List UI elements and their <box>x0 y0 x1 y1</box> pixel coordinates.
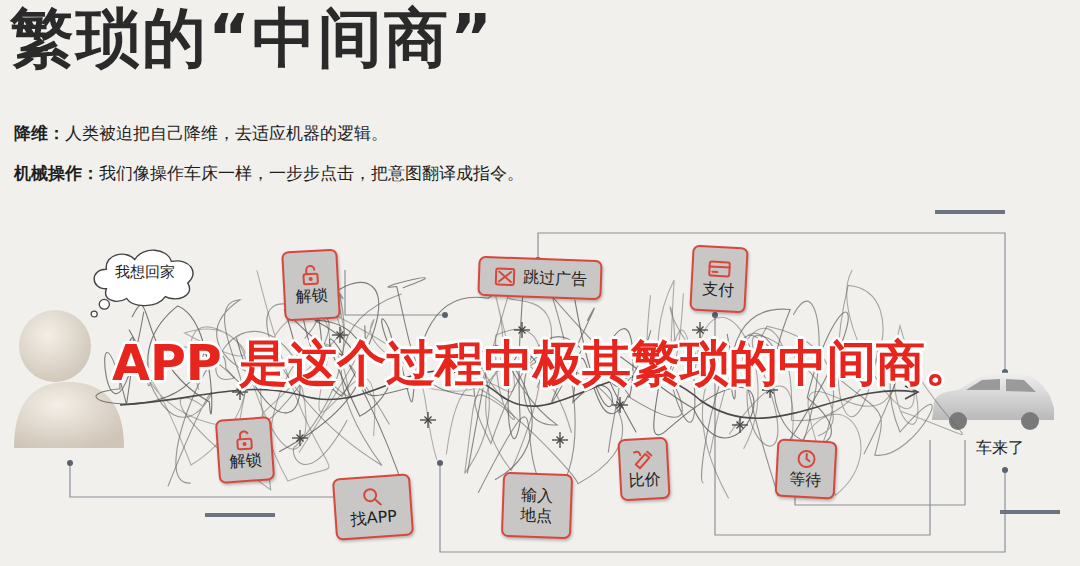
box-icon <box>493 265 518 288</box>
car-label: 车来了 <box>976 438 1024 459</box>
burst-ray <box>522 327 526 331</box>
subtitle-key: 降维： <box>14 123 65 143</box>
burst-ray <box>428 417 432 421</box>
burst-ray <box>700 327 704 331</box>
step-label: 找APP <box>350 506 398 529</box>
box-icon <box>794 447 819 470</box>
frame-lines <box>70 233 1005 552</box>
overlay-statement: APP 是这个过程中极其繁琐的中间商。 <box>112 335 974 394</box>
step-label: 解锁 <box>229 450 262 472</box>
subtitle-key: 机械操作： <box>14 163 99 183</box>
scribble-stroke <box>702 301 820 495</box>
thought-bubble: 我想回家 <box>84 240 206 318</box>
burst-ray <box>620 402 624 406</box>
subtitle-row: 机械操作：我们像操作车床一样，一步步点击，把意图翻译成指令。 <box>14 162 524 185</box>
step-box: 解锁 <box>281 249 341 322</box>
step-box: 输入地点 <box>501 472 573 539</box>
box-icon <box>298 263 323 286</box>
thought-text: 我想回家 <box>115 263 175 282</box>
person-figure <box>14 310 124 448</box>
box-icon <box>360 485 385 509</box>
step-box: 找APP <box>332 473 414 540</box>
step-label: 输入地点 <box>519 485 556 526</box>
step-box: 跳过广告 <box>477 256 602 300</box>
step-label: 比价 <box>628 469 661 491</box>
step-label: 跳过广告 <box>523 267 588 289</box>
burst-ray <box>340 332 344 336</box>
step-box: 比价 <box>617 437 670 502</box>
step-label: 等待 <box>789 469 822 491</box>
subtitle-text: 人类被迫把自己降维，去适应机器的逻辑。 <box>65 123 388 143</box>
step-box: 支付 <box>689 245 748 314</box>
box-icon <box>232 428 257 452</box>
subtitle-text: 我们像操作车床一样，一步步点击，把意图翻译成指令。 <box>99 163 524 183</box>
box-icon <box>707 257 732 280</box>
burst-ray <box>560 437 564 441</box>
step-box: 等待 <box>775 438 838 499</box>
step-label: 解锁 <box>295 285 328 307</box>
title: 繁琐的“中间商” <box>10 2 494 76</box>
step-label: 支付 <box>702 279 735 301</box>
burst-ray <box>300 435 304 439</box>
step-box: 解锁 <box>215 416 275 484</box>
subtitle-row: 降维：人类被迫把自己降维，去适应机器的逻辑。 <box>14 122 388 145</box>
burst-ray <box>740 422 744 426</box>
box-icon <box>631 447 656 470</box>
